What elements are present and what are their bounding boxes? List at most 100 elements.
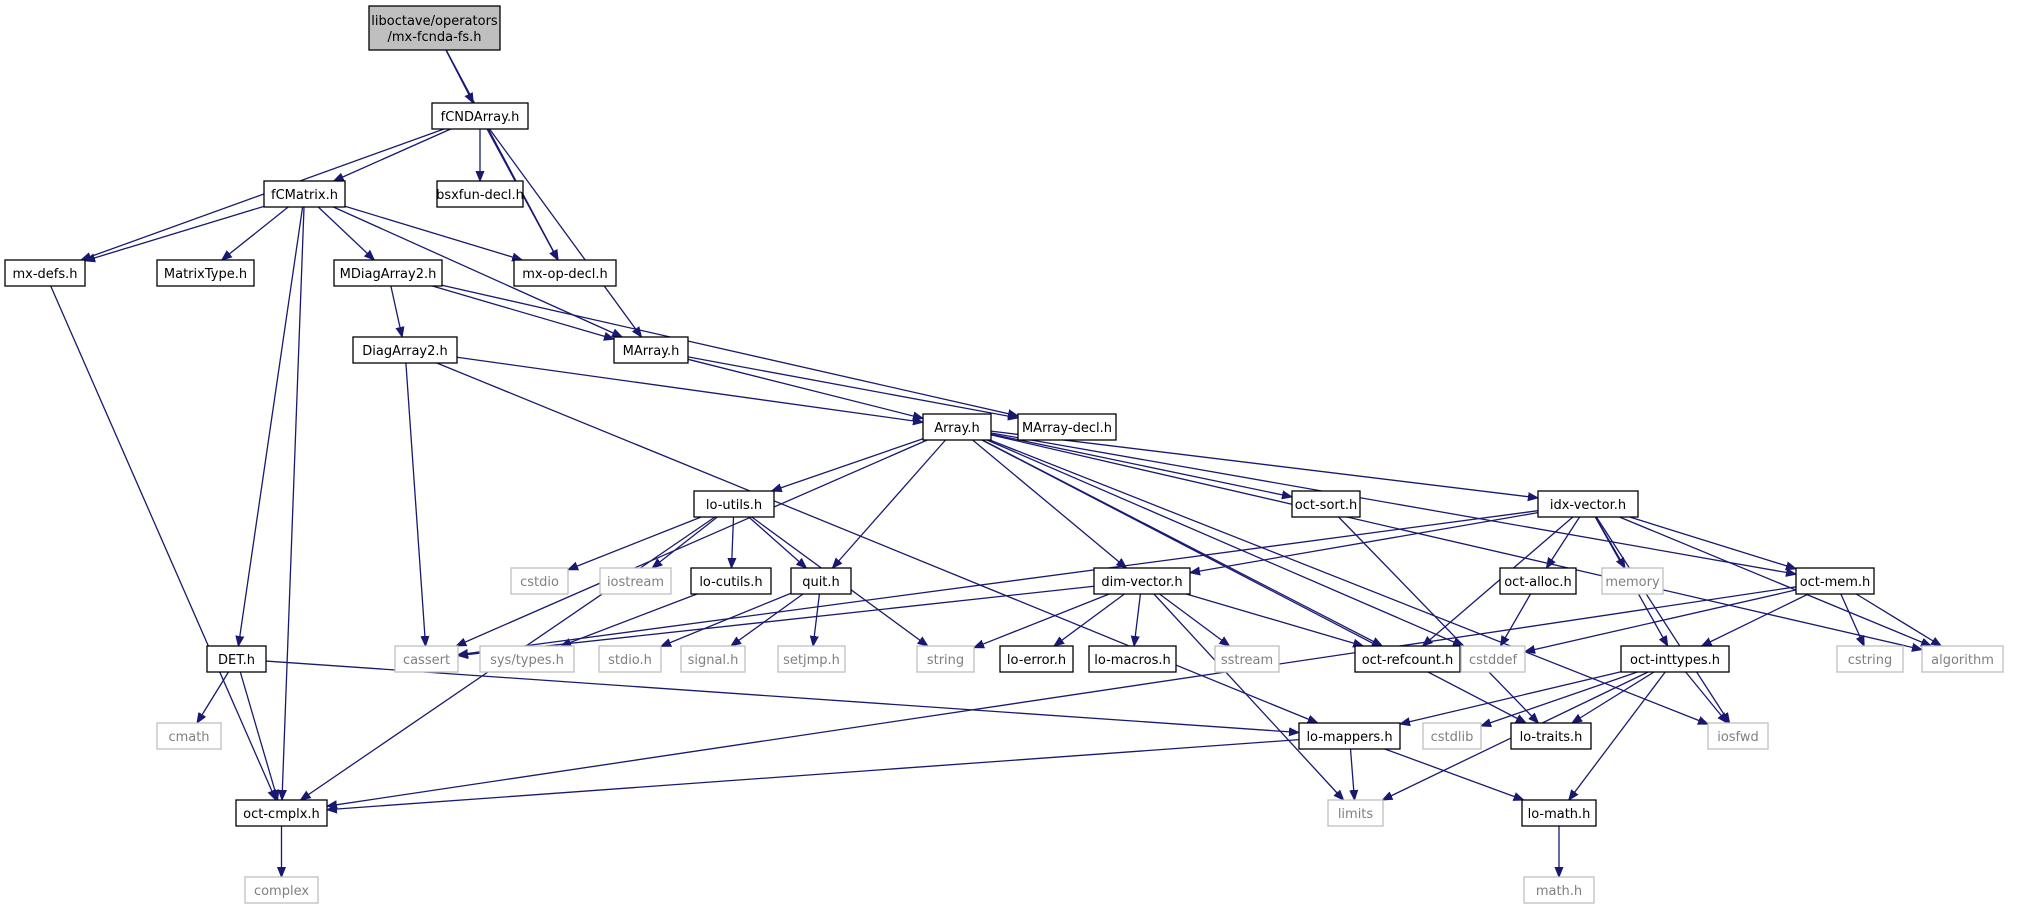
node-label-iosfwd: iosfwd — [1717, 730, 1759, 745]
edge-fCMatrix-to-MatrixType — [222, 206, 289, 260]
node-cmplx[interactable]: oct-cmplx.h — [235, 799, 328, 827]
node-MDiag[interactable]: MDiagArray2.h — [333, 259, 443, 287]
node-refcount[interactable]: oct-refcount.h — [1354, 645, 1461, 673]
edge-octsort-to-lotraits — [1338, 516, 1539, 723]
node-signal: signal.h — [680, 645, 746, 673]
node-dimvector[interactable]: dim-vector.h — [1093, 567, 1191, 595]
edge-dimvector-to-cassert — [458, 585, 1095, 655]
node-box-memory — [1601, 567, 1664, 595]
node-box-mathh — [1523, 876, 1595, 904]
node-label-lomacros: lo-macros.h — [1094, 653, 1170, 668]
edge-locutils-to-systypes — [561, 593, 698, 646]
edge-dimvector-to-loerror — [1054, 593, 1125, 646]
node-box-root — [368, 5, 501, 51]
node-idxvector[interactable]: idx-vector.h — [1537, 490, 1639, 518]
node-box-DET — [206, 645, 267, 673]
edge-inttypes-to-mappers — [1400, 671, 1622, 724]
edge-idxvector-to-cassert — [458, 510, 1539, 655]
node-label-quit: quit.h — [802, 575, 840, 590]
node-lomath[interactable]: lo-math.h — [1521, 799, 1597, 827]
node-box-lomath — [1521, 799, 1597, 827]
node-iostream: iostream — [599, 567, 672, 595]
node-mxop[interactable]: mx-op-decl.h — [513, 259, 617, 287]
edge-fCNDArray-to-mxdefs — [81, 128, 445, 260]
node-quit[interactable]: quit.h — [790, 567, 852, 595]
node-box-string — [916, 645, 975, 673]
edge-MArray-to-Array — [687, 358, 923, 418]
node-locutils[interactable]: lo-cutils.h — [690, 567, 772, 595]
edge-MArray-to-MArrayDecl — [687, 356, 1018, 418]
node-label-octmem: oct-mem.h — [1800, 575, 1871, 590]
node-fCNDArray[interactable]: fCNDArray.h — [431, 102, 529, 130]
edge-mappers-to-cmplx — [327, 738, 1300, 810]
node-label-DiagArray2: DiagArray2.h — [362, 344, 448, 359]
node-lotraits[interactable]: lo-traits.h — [1510, 722, 1592, 750]
node-octalloc[interactable]: oct-alloc.h — [1499, 567, 1577, 595]
node-loutils[interactable]: lo-utils.h — [693, 490, 775, 518]
edge-dimvector-to-limits — [1153, 593, 1344, 800]
node-bsxfun[interactable]: bsxfun-decl.h — [436, 180, 524, 208]
node-box-algorithm — [1921, 645, 2004, 673]
edge-DiagArray2-to-cassert — [405, 362, 426, 646]
node-inttypes[interactable]: oct-inttypes.h — [1620, 645, 1730, 673]
edges-layer — [50, 49, 1942, 877]
edge-Array-to-idxvector — [990, 430, 1538, 498]
node-MatrixType[interactable]: MatrixType.h — [156, 259, 255, 287]
node-box-lotraits — [1510, 722, 1592, 750]
node-label-DET: DET.h — [218, 653, 255, 668]
edge-dimvector-to-lomacros — [1134, 593, 1142, 646]
node-box-lomacros — [1088, 645, 1177, 673]
edge-mappers-to-lomath — [1384, 748, 1524, 800]
node-label-mathh: math.h — [1536, 884, 1582, 899]
node-memory: memory — [1601, 567, 1664, 595]
edge-DET-to-cmath — [197, 671, 230, 723]
node-box-locutils — [690, 567, 772, 595]
node-loerror[interactable]: lo-error.h — [999, 645, 1074, 673]
node-cstdlib: cstdlib — [1422, 722, 1482, 750]
node-label-setjmp: setjmp.h — [783, 653, 840, 668]
edge-Array-to-loutils — [772, 438, 924, 491]
edge-dimvector-to-sstream — [1159, 593, 1230, 646]
node-mappers[interactable]: lo-mappers.h — [1298, 722, 1401, 750]
node-label-stdio: stdio.h — [608, 653, 652, 668]
node-label-complex: complex — [254, 884, 309, 899]
edge-fCMatrix-to-mxdefs — [85, 205, 265, 260]
node-MArray[interactable]: MArray.h — [613, 336, 689, 364]
node-label-cassert: cassert — [403, 653, 450, 668]
node-box-MDiag — [333, 259, 443, 287]
edge-Array-to-lotraits — [981, 439, 1526, 723]
edge-octmem-to-cstddef — [1525, 589, 1797, 652]
node-box-mappers — [1298, 722, 1401, 750]
node-DiagArray2[interactable]: DiagArray2.h — [352, 336, 458, 364]
edge-fCNDArray-to-MArray — [488, 128, 642, 337]
edge-MDiag-to-MArrayDecl — [441, 284, 1018, 416]
node-label-inttypes: oct-inttypes.h — [1630, 653, 1720, 668]
node-box-mxop — [513, 259, 617, 287]
edge-fCNDArray-to-fCMatrix — [334, 128, 452, 182]
node-label-fCNDArray: fCNDArray.h — [441, 110, 520, 125]
node-Array[interactable]: Array.h — [922, 413, 992, 441]
edge-inttypes-to-lomath — [1569, 671, 1666, 800]
edge-MDiag-to-MArray — [432, 285, 614, 339]
edge-loutils-to-locutils — [732, 516, 734, 568]
edge-idxvector-to-algorithm — [1619, 516, 1931, 647]
node-root[interactable]: liboctave/operators/mx-fcnda-fs.h — [368, 5, 501, 51]
edge-DiagArray2-to-Array — [456, 356, 923, 422]
node-box-stdio — [598, 645, 662, 673]
node-DET[interactable]: DET.h — [206, 645, 267, 673]
edge-inttypes-to-cstdlib — [1481, 671, 1638, 726]
edge-idxvector-to-octalloc — [1546, 516, 1581, 568]
node-octsort[interactable]: oct-sort.h — [1291, 490, 1361, 518]
node-lomacros[interactable]: lo-macros.h — [1088, 645, 1177, 673]
node-complex: complex — [244, 876, 319, 904]
node-mxdefs[interactable]: mx-defs.h — [4, 259, 86, 287]
node-fCMatrix[interactable]: fCMatrix.h — [263, 180, 346, 208]
node-systypes: sys/types.h — [479, 645, 575, 673]
node-MArrayDecl[interactable]: MArray-decl.h — [1017, 413, 1117, 441]
node-octmem[interactable]: oct-mem.h — [1795, 567, 1875, 595]
edge-dimvector-to-refcount — [1186, 593, 1363, 646]
edge-loutils-to-iostream — [652, 516, 718, 568]
node-box-cstdlib — [1422, 722, 1482, 750]
edge-Array-to-dimvector — [972, 439, 1127, 568]
node-label-loerror: lo-error.h — [1007, 653, 1066, 668]
